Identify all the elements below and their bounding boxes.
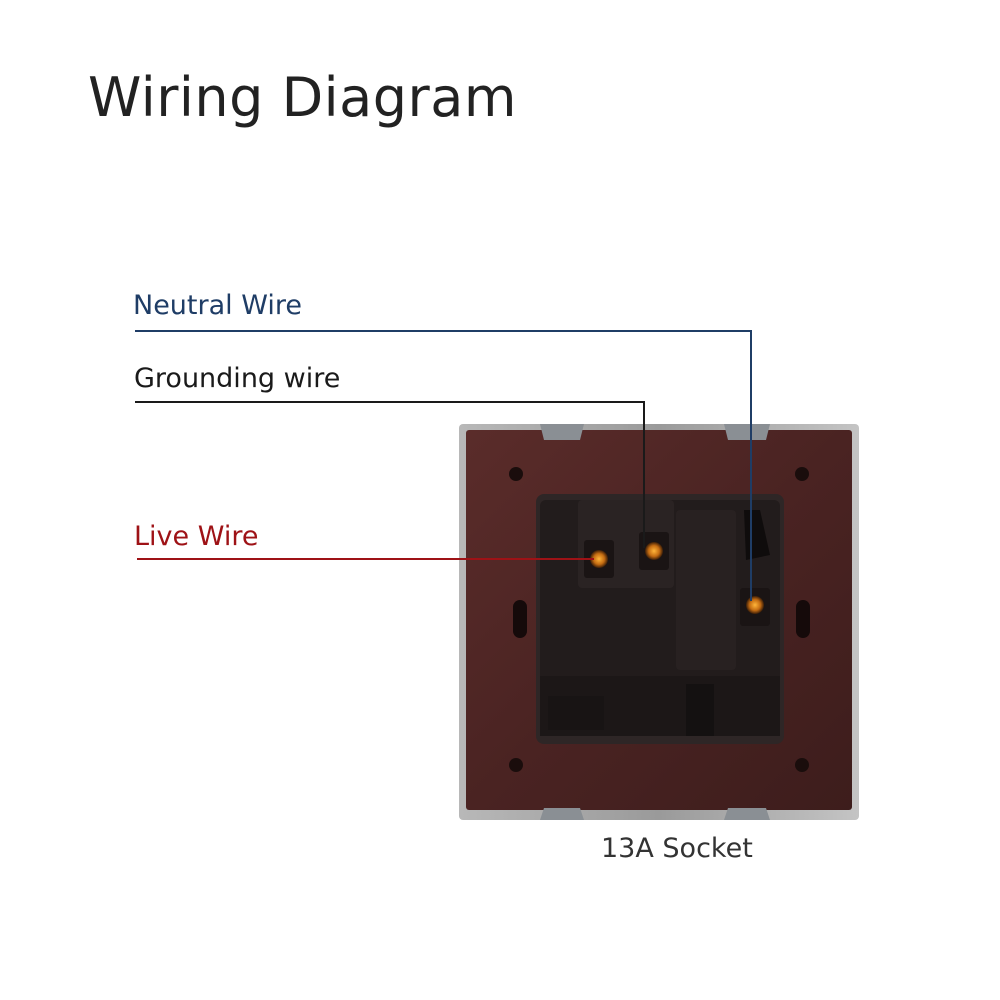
ground-terminal [639,532,669,570]
page-title: Wiring Diagram [88,66,517,129]
neutral-wire-line [135,330,752,601]
bottom-clip-right [724,808,770,820]
slot-right [796,600,810,638]
live-wire-label: Live Wire [134,521,259,552]
neutral-terminal [740,588,770,626]
bottom-vent [548,696,604,730]
top-clip-left [540,424,584,440]
screw-hole-top-right [795,467,809,481]
slot-left [513,600,527,638]
grounding-wire-label: Grounding wire [134,363,341,394]
socket-back-plate [459,424,859,820]
bottom-clip-left [540,808,584,820]
neutral-wire-label: Neutral Wire [133,290,302,321]
terminal-block-right [676,510,736,670]
bottom-slot [686,684,714,736]
screw-hole-top-left [509,467,523,481]
live-terminal [584,540,614,578]
top-clip-right [724,424,770,440]
screw-hole-bottom-left [509,758,523,772]
socket-caption: 13A Socket [601,833,753,864]
screw-hole-bottom-right [795,758,809,772]
grounding-wire-line [135,401,645,548]
